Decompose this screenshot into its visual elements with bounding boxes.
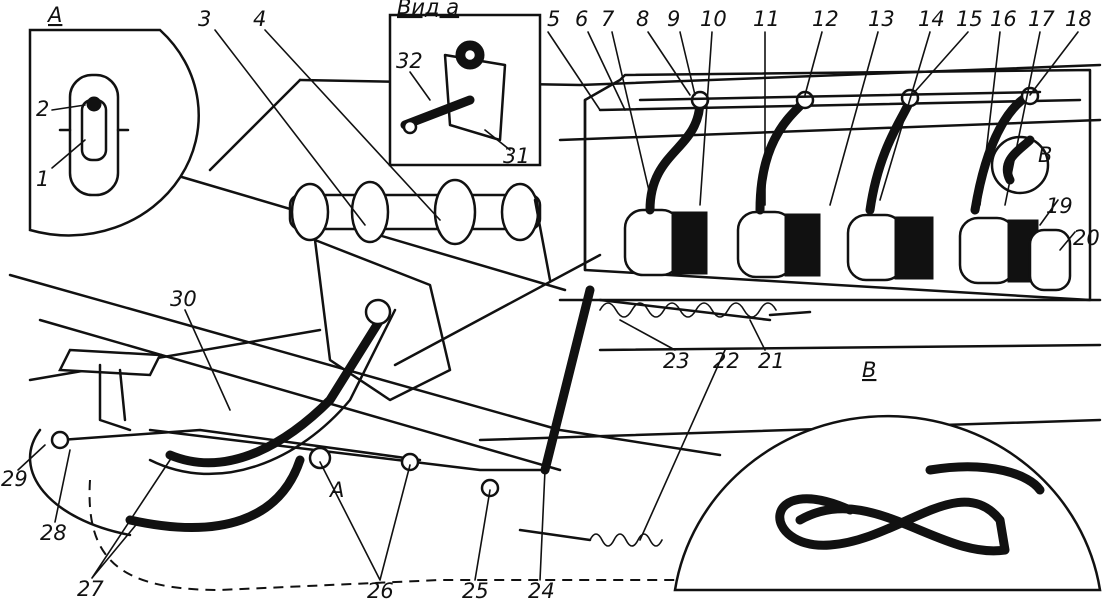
callout-12: 12: [812, 7, 839, 31]
callout-labels: 1 2 3 4 5 6 7 8 9 10 11 12 13 14 15 16 1…: [1, 7, 1100, 603]
leader-lines: [17, 29, 1079, 581]
callout-5: 5: [547, 7, 560, 31]
callout-22: 22: [713, 349, 740, 373]
callout-19: 19: [1046, 194, 1073, 218]
callout-13: 13: [868, 7, 895, 31]
callout-28: 28: [40, 521, 67, 545]
view-a-title: Вид а: [397, 0, 459, 19]
detail-b-title: В: [862, 358, 876, 382]
callout-9: 9: [667, 7, 680, 31]
view-a-inset: [388, 13, 542, 167]
dashed-outline: [88, 479, 680, 592]
detail-a-inset: [28, 28, 200, 237]
callout-14: 14: [918, 7, 945, 31]
rod-and-springs: [518, 285, 812, 547]
detail-b-marker: [990, 135, 1050, 195]
callout-32: 32: [396, 49, 423, 73]
callout-2: 2: [36, 97, 49, 121]
detail-b-inset: [673, 414, 1102, 592]
pedal-arm: [148, 238, 602, 476]
callout-17: 17: [1028, 7, 1055, 31]
callout-15: 15: [956, 7, 983, 31]
callout-4: 4: [253, 7, 266, 31]
callout-7: 7: [601, 7, 615, 31]
callout-11: 11: [753, 7, 780, 31]
callout-18: 18: [1065, 7, 1092, 31]
inline-mark-a: А: [328, 478, 344, 502]
coil-box: [583, 68, 1092, 302]
detail-a-title: А: [46, 3, 62, 27]
callout-24: 24: [528, 579, 555, 603]
lower-linkage: [28, 348, 547, 537]
callout-29: 29: [1, 467, 28, 491]
callout-10: 10: [700, 7, 727, 31]
callout-25: 25: [462, 579, 489, 603]
callout-8: 8: [636, 7, 649, 31]
callout-6: 6: [575, 7, 588, 31]
callout-26: 26: [367, 579, 394, 603]
coil-group: [623, 208, 1072, 292]
callout-3: 3: [198, 7, 211, 31]
callout-16: 16: [990, 7, 1017, 31]
callout-20: 20: [1073, 226, 1100, 250]
callout-23: 23: [663, 349, 690, 373]
callout-27: 27: [77, 577, 104, 601]
upper-shaft: [288, 178, 552, 282]
callout-30: 30: [170, 287, 197, 311]
inline-mark-b: В: [1038, 143, 1052, 167]
callout-21: 21: [758, 349, 785, 373]
callout-1: 1: [36, 167, 49, 191]
